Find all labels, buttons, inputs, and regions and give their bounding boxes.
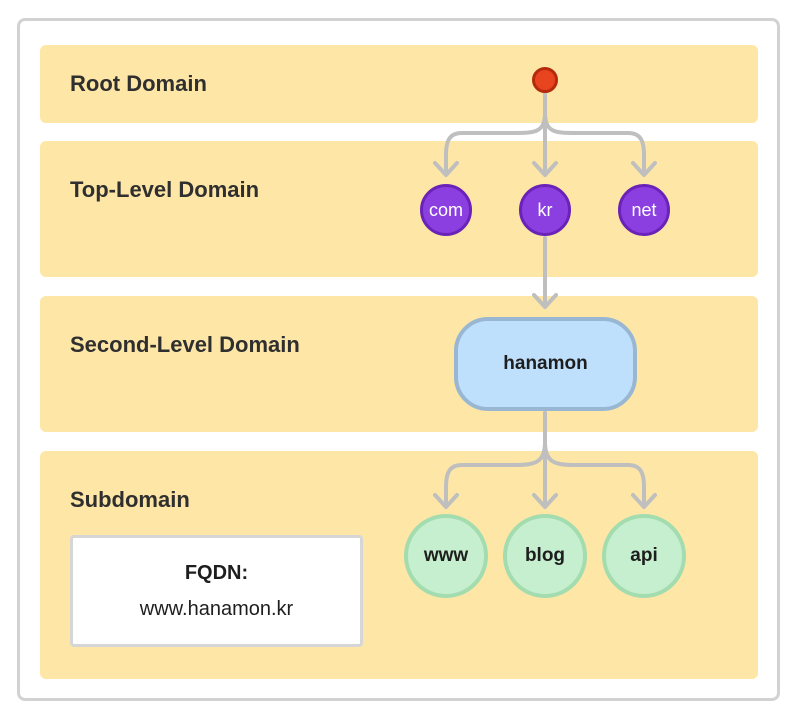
- subdomain-label: Subdomain: [70, 487, 190, 512]
- connector-hanamon-api: [543, 411, 646, 506]
- fqdn-value: www.hanamon.kr: [139, 598, 294, 620]
- root-node: [532, 67, 558, 93]
- tld-node-com: com: [420, 184, 472, 236]
- connector-root-net: [543, 92, 646, 174]
- root-domain-label: Root Domain: [70, 71, 207, 96]
- arrowhead-net: [631, 161, 657, 177]
- sld-node-hanamon: hanamon: [454, 317, 637, 411]
- fqdn-title: FQDN:: [184, 562, 249, 584]
- connector-hanamon-www: [444, 411, 547, 506]
- band-second-level-domain: Second-Level Domain: [40, 296, 758, 432]
- arrowhead-hanamon: [532, 293, 558, 309]
- subdomain-node-blog: blog: [503, 514, 587, 598]
- arrowhead-www: [433, 493, 459, 509]
- fqdn-box: FQDN: www.hanamon.kr: [70, 535, 363, 647]
- arrowhead-api: [631, 493, 657, 509]
- second-level-domain-label: Second-Level Domain: [70, 332, 300, 357]
- band-root-domain: Root Domain: [40, 45, 758, 123]
- tld-node-net: net: [618, 184, 670, 236]
- top-level-domain-label: Top-Level Domain: [70, 177, 260, 202]
- tld-node-kr: kr: [519, 184, 571, 236]
- connector-root-com: [444, 92, 547, 174]
- arrowhead-kr: [532, 161, 558, 177]
- arrowhead-blog: [532, 493, 558, 509]
- arrowhead-com: [433, 161, 459, 177]
- subdomain-node-www: www: [404, 514, 488, 598]
- subdomain-node-api: api: [602, 514, 686, 598]
